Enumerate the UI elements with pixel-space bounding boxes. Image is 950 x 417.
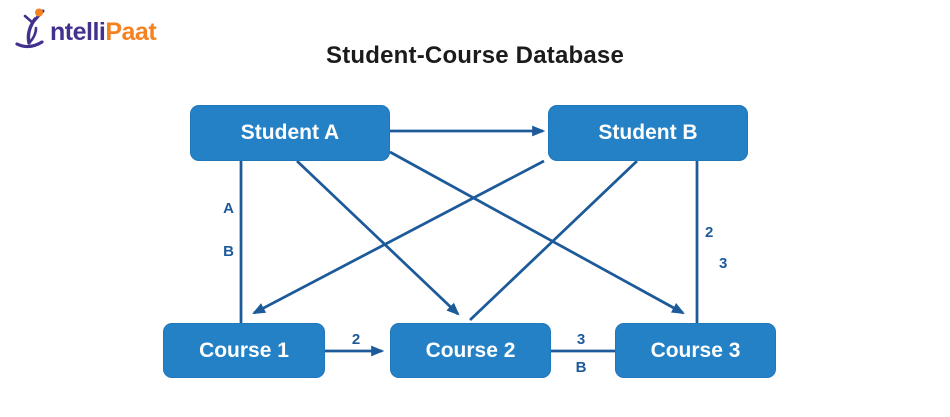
edge-label-3-right: 3 xyxy=(719,255,727,272)
node-label: Course 2 xyxy=(425,338,516,362)
node-course-3: Course 3 xyxy=(615,323,776,378)
edge-student-a-course-3 xyxy=(389,150,685,315)
node-course-2: Course 2 xyxy=(390,323,551,378)
logo-text-secondary: Paat xyxy=(105,17,157,46)
node-label: Student A xyxy=(240,121,340,144)
node-course-1: Course 1 xyxy=(163,323,325,378)
edge-label-b: B xyxy=(223,243,234,260)
node-label: Course 3 xyxy=(650,338,741,362)
node-label: Student B xyxy=(598,121,698,144)
edge-label-a: A xyxy=(223,200,234,217)
edge-student-a-course-2 xyxy=(296,160,460,316)
edge-label-3-bottom: 3 xyxy=(577,331,585,348)
page-title: Student-Course Database xyxy=(326,42,624,69)
person-figure-icon xyxy=(15,8,45,49)
node-student-a: Student A xyxy=(190,105,390,161)
edge-label-b-bottom: B xyxy=(576,359,587,376)
edge-label-2-bottom: 2 xyxy=(352,331,360,348)
intellipaat-logo: ntelliPaat xyxy=(14,6,157,50)
node-student-b: Student B xyxy=(548,105,748,161)
logo-text: ntelliPaat xyxy=(50,17,157,46)
edge-student-b-course-1 xyxy=(252,159,545,315)
edge-label-2-right: 2 xyxy=(705,224,713,241)
edge-student-b-course-2 xyxy=(469,160,638,321)
logo-text-primary: ntelli xyxy=(50,17,106,46)
node-label: Course 1 xyxy=(199,338,289,362)
